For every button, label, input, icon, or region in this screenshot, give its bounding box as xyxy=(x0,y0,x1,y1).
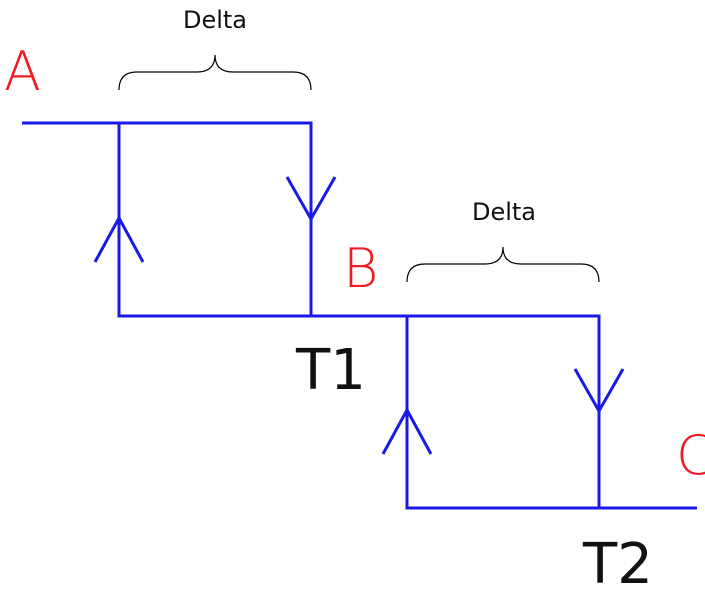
arrow-up-2 xyxy=(381,406,433,455)
time-label-t2: T2 xyxy=(582,532,653,597)
arrow-down-1 xyxy=(285,176,337,223)
point-label-a: A xyxy=(4,40,41,103)
signal-path xyxy=(22,121,697,510)
loop-return-1 xyxy=(117,123,311,318)
time-label-t1: T1 xyxy=(295,338,366,403)
arrow-down-2 xyxy=(573,368,625,415)
delta-label-2: Delta xyxy=(472,198,536,226)
point-label-c: C xyxy=(676,424,705,487)
delta-label-1: Delta xyxy=(183,6,247,34)
loop-return-2 xyxy=(405,316,599,510)
arrow-up-1 xyxy=(93,214,145,263)
delta-brace-2 xyxy=(406,246,600,283)
delta-brace-1 xyxy=(118,54,312,91)
point-label-b: B xyxy=(343,237,378,300)
